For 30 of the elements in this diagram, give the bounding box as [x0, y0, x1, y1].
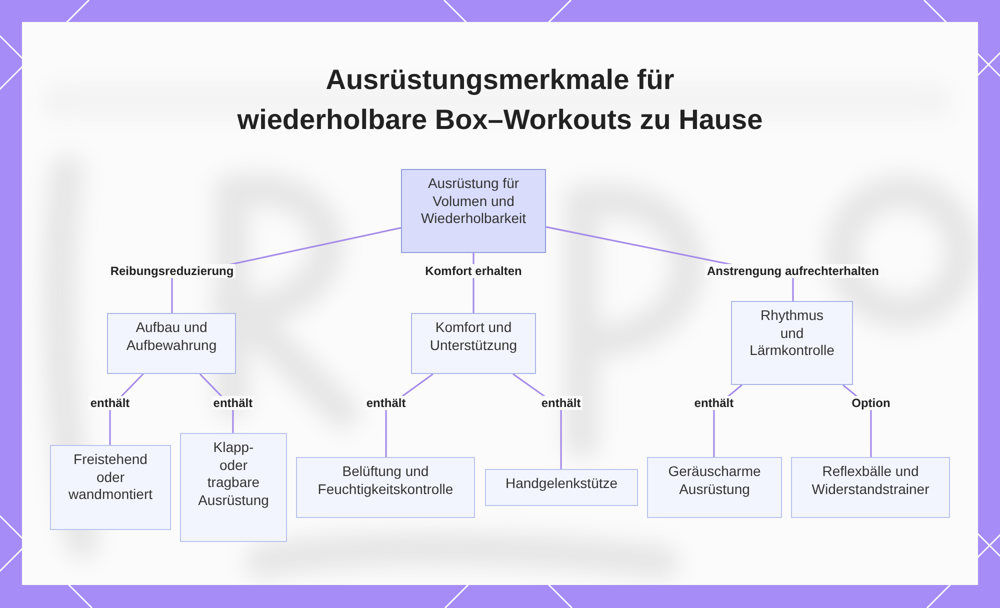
category-box	[731, 301, 853, 385]
item-box	[791, 457, 950, 518]
box-label: Reflexbälle und Widerstandstrainer	[810, 463, 930, 498]
box-label: Belüftung und Feuchtigkeitskontrolle	[316, 463, 454, 498]
item-box	[50, 445, 171, 530]
topic-box	[401, 169, 546, 253]
category-box	[107, 313, 236, 374]
edge-label: Anstrengung aufrechterhalten	[704, 264, 881, 278]
diagram-title: Ausrüstungsmerkmale für wiederholbare Box–Workouts zu Hause	[236, 63, 764, 137]
edge-label: enthält	[539, 396, 583, 410]
edge-label: enthält	[211, 396, 255, 410]
box-label: Geräuscharme Ausrüstung	[667, 463, 762, 498]
box-label: Handgelenkstütze	[505, 475, 618, 492]
box-label: Freistehend oder wandmontiert	[68, 451, 153, 504]
item-box	[485, 469, 638, 506]
edge-label: Option	[850, 396, 892, 410]
edge-label: Reibungsreduzierung	[108, 264, 236, 278]
box-label: Ausrüstung für Volumen und Wiederholbarkeit	[420, 175, 528, 228]
item-box	[180, 433, 287, 542]
item-box	[296, 457, 475, 518]
edge-label: Komfort erhalten	[423, 264, 524, 278]
item-box	[647, 457, 782, 518]
box-label: Aufbau und Aufbewahrung	[125, 319, 218, 354]
edge-label: enthält	[692, 396, 736, 410]
edge-label: enthält	[88, 396, 132, 410]
category-box	[411, 313, 536, 374]
box-label: Rhythmus und Lärmkontrolle	[750, 307, 834, 360]
box-label: Komfort und Unterstützung	[428, 319, 518, 354]
edge-label: enthält	[364, 396, 408, 410]
box-label: Klapp- oder tragbare Ausrüstung	[198, 439, 269, 509]
